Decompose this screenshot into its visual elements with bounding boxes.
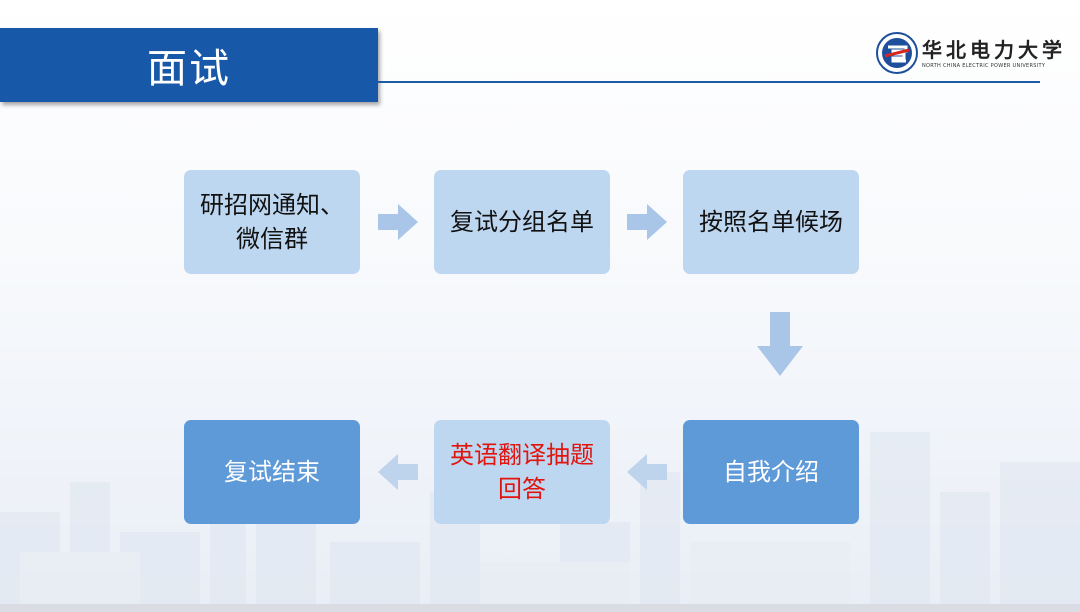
step-notice: 研招网通知、微信群: [184, 170, 360, 274]
step-questions-label: 英语翻译抽题回答: [450, 441, 594, 503]
step-intro-label: 自我介绍: [723, 458, 819, 486]
step-end-label: 复试结束: [224, 458, 320, 486]
university-name-en: NORTH CHINA ELECTRIC POWER UNIVERSITY: [922, 63, 1046, 69]
university-emblem-icon: [876, 32, 918, 74]
step-notice-label: 研招网通知、微信群: [200, 191, 344, 253]
university-name-cn: 华北电力大学: [922, 38, 1066, 62]
arrow-down-icon: [757, 312, 803, 376]
step-grouping-label: 复试分组名单: [450, 208, 594, 236]
arrow-left-icon: [378, 454, 418, 490]
step-waiting: 按照名单候场: [683, 170, 859, 274]
arrow-left-icon: [627, 454, 667, 490]
step-waiting-label: 按照名单候场: [699, 208, 843, 236]
arrow-right-icon: [378, 204, 418, 240]
bottom-border: [0, 604, 1080, 612]
arrow-right-icon: [627, 204, 667, 240]
title-bar: 面试: [0, 28, 378, 102]
step-questions: 英语翻译抽题回答: [434, 420, 610, 524]
step-grouping: 复试分组名单: [434, 170, 610, 274]
step-intro: 自我介绍: [683, 420, 859, 524]
university-logo: 华北电力大学 NORTH CHINA ELECTRIC POWER UNIVER…: [876, 30, 1062, 76]
step-end: 复试结束: [184, 420, 360, 524]
slide-title: 面试: [147, 46, 231, 92]
title-underline: [378, 81, 1040, 83]
